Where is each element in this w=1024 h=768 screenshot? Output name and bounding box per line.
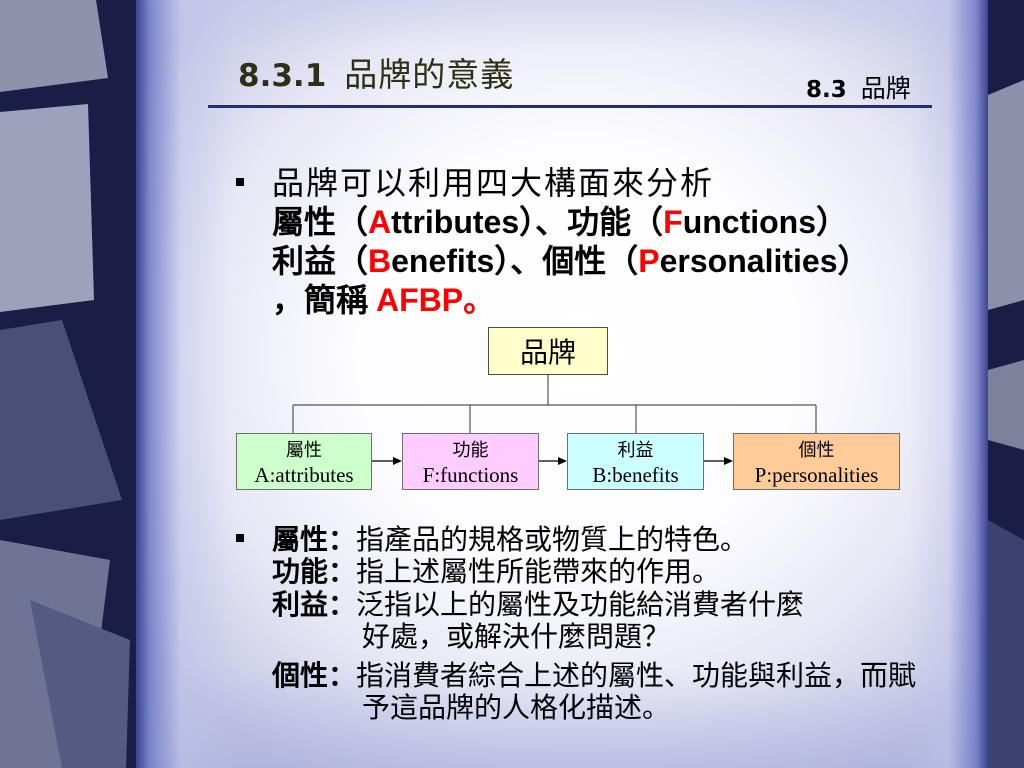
- bullet-afbp-intro: 品牌可以利用四大構面來分析 屬性（Attributes）、功能（Function…: [272, 164, 870, 320]
- bullet-square-icon: [236, 534, 244, 542]
- title-text: 品牌的意義: [344, 58, 515, 94]
- panel-shade-right: [908, 0, 988, 768]
- node-benefits-cn: 利益: [617, 440, 654, 460]
- node-personalities-en: P:personalities: [754, 463, 879, 487]
- node-personalities: 個性 P:personalities: [733, 433, 900, 490]
- panel-shade-left: [136, 0, 232, 768]
- definition-text: 指消費者綜合上述的屬性、功能與利益，而賦: [356, 661, 917, 692]
- definition-personalities: 個性：指消費者綜合上述的屬性、功能與利益，而賦: [272, 661, 916, 693]
- node-functions-cn: 功能: [452, 440, 489, 460]
- node-personalities-cn: 個性: [798, 440, 835, 460]
- definition-text: 指上述屬性所能帶來的作用。: [356, 557, 721, 588]
- background-shape: [988, 80, 1024, 310]
- node-benefits-en: B:benefits: [592, 463, 679, 487]
- panel-shade-bottom: [136, 668, 988, 768]
- personalities-cn-label: ）、個性（: [494, 243, 639, 279]
- close-paren: ）: [837, 243, 870, 279]
- background-shape: [0, 104, 94, 312]
- node-attributes-cn: 屬性: [286, 440, 322, 460]
- definition-term: 利益：: [272, 590, 357, 621]
- definition-functions: 功能：指上述屬性所能帶來的作用。: [272, 557, 720, 589]
- node-functions-en: F:functions: [422, 463, 519, 487]
- node-benefits: 利益 B:benefits: [567, 433, 704, 490]
- functions-rest: unctions: [682, 204, 817, 240]
- background-shape: [988, 520, 1024, 768]
- definition-text: 泛指以上的屬性及功能給消費者什麼: [356, 590, 805, 621]
- background-shape: [30, 600, 130, 768]
- definition-benefits: 利益：泛指以上的屬性及功能給消費者什麼: [272, 590, 804, 622]
- node-attributes-en: A:attributes: [254, 463, 354, 487]
- brand-root-label: 品牌: [519, 338, 576, 369]
- abbreviation-label: ，簡稱: [272, 282, 377, 318]
- definition-term: 個性：: [272, 661, 357, 692]
- node-functions: 功能 F:functions: [402, 433, 539, 490]
- abbreviation-afbp: AFBP。: [376, 282, 496, 318]
- panel-shade-top: [136, 0, 988, 50]
- intro-line: 品牌可以利用四大構面來分析: [272, 165, 715, 201]
- title-divider: [208, 105, 932, 108]
- bullet-square-icon: [236, 178, 244, 186]
- benefits-initial: B: [368, 243, 392, 279]
- node-attributes: 屬性 A:attributes: [236, 433, 372, 490]
- slide-title: 8.3.1 品牌的意義: [238, 56, 514, 102]
- attributes-rest: ttributes: [391, 204, 520, 240]
- section-label: 8.3 品牌: [806, 76, 911, 107]
- personalities-rest: ersonalities: [659, 243, 838, 279]
- functions-cn-label: ）、功能（: [519, 204, 664, 240]
- definition-attributes: 屬性：指產品的規格或物質上的特色。: [272, 525, 748, 557]
- personalities-initial: P: [638, 243, 660, 279]
- background-shape: [0, 0, 108, 92]
- benefits-cn-label: 利益（: [272, 243, 369, 279]
- background-shape: [0, 320, 122, 520]
- background-shape: [988, 360, 1024, 450]
- section-number: 8.3: [806, 77, 847, 103]
- benefits-rest: enefits: [391, 243, 495, 279]
- definition-text: 指產品的規格或物質上的特色。: [356, 525, 749, 556]
- brand-root-node: 品牌: [488, 327, 608, 375]
- benefits-personalities-line: 利益（Benefits）、個性（Personalities）: [272, 242, 870, 281]
- attributes-initial: A: [368, 204, 392, 240]
- attributes-functions-line: 屬性（Attributes）、功能（Functions）: [272, 203, 870, 242]
- attributes-cn-label: 屬性（: [272, 204, 369, 240]
- abbreviation-line: ，簡稱 AFBP。: [272, 281, 870, 320]
- close-paren: ）: [816, 204, 849, 240]
- definition-term: 功能：: [272, 557, 357, 588]
- slide-panel: [136, 0, 988, 768]
- section-text: 品牌: [860, 76, 911, 103]
- definition-term: 屬性：: [272, 525, 357, 556]
- definition-personalities-continued: 予這品牌的人格化描述。: [362, 693, 671, 724]
- functions-initial: F: [663, 204, 683, 240]
- definition-benefits-continued: 好處，或解決什麼問題？: [362, 622, 671, 653]
- title-number: 8.3.1: [238, 58, 327, 94]
